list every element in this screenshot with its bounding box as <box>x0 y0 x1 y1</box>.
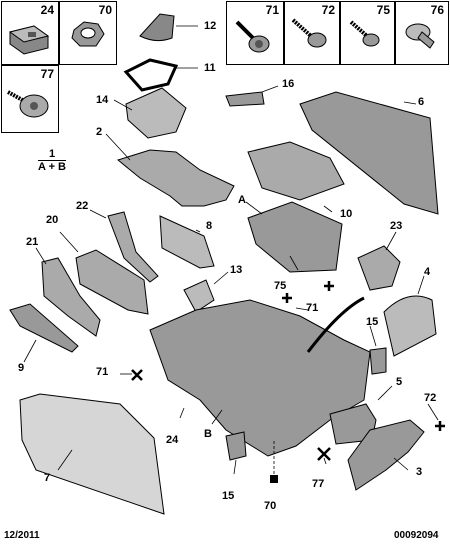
part-9-strip <box>9 303 79 353</box>
legend-1: 1 A + B <box>32 148 72 173</box>
callout-6: 6 <box>418 96 425 108</box>
footer-reference: 00092094 <box>394 530 439 541</box>
part-number: 77 <box>40 67 54 81</box>
cross-marker <box>435 421 445 431</box>
part-number: 71 <box>265 3 279 17</box>
callout-72: 72 <box>424 392 437 404</box>
part-box-75: 75 <box>340 1 395 65</box>
callout-11: 11 <box>204 62 216 74</box>
part-number: 75 <box>376 3 390 17</box>
nut-icon <box>71 21 105 47</box>
part-4-vent <box>383 295 437 357</box>
clip-icon <box>8 25 50 55</box>
part-20-duct <box>75 249 149 315</box>
cross-marker <box>282 293 292 303</box>
callout-70: 70 <box>264 500 277 512</box>
screw-icon <box>291 18 327 48</box>
callout-20: 20 <box>46 214 59 226</box>
part-3-bottom <box>347 419 425 491</box>
callout-13: 13 <box>230 264 243 276</box>
callout-8: 8 <box>206 220 213 232</box>
push-clip-icon <box>405 23 435 49</box>
cross-marker <box>317 447 331 461</box>
part-7-side-panel <box>19 393 165 515</box>
callout-22: 22 <box>76 200 89 212</box>
callout-4: 4 <box>424 266 431 278</box>
part-number: 24 <box>40 3 54 17</box>
part-box-71: 71 <box>226 1 284 65</box>
part-10-lid <box>247 141 345 201</box>
callout-9: 9 <box>18 362 25 374</box>
legend-1-number: 1 <box>48 148 56 160</box>
part-11-ring <box>123 58 179 92</box>
part-box-70: 70 <box>59 1 117 65</box>
part-5-switch <box>329 403 377 445</box>
part-number: 72 <box>321 3 335 17</box>
callout-12: 12 <box>204 20 217 32</box>
screw-washer-icon <box>235 20 270 53</box>
part-6-panel <box>299 91 439 215</box>
part-13-bracket <box>183 279 215 313</box>
callout-75: 75 <box>274 280 287 292</box>
part-16-strip <box>225 91 265 107</box>
part-23-tray <box>357 245 401 291</box>
callout-21: 21 <box>26 236 39 248</box>
part-15-cap <box>225 431 247 461</box>
callout-15-lower: 15 <box>222 490 235 502</box>
callout-b: B <box>204 428 212 440</box>
callout-2: 2 <box>96 126 103 138</box>
legend-1-components: A + B <box>37 161 66 173</box>
part-a-box <box>247 201 343 273</box>
callout-3: 3 <box>416 466 423 478</box>
callout-14: 14 <box>96 94 109 106</box>
screw-icon <box>349 20 380 47</box>
callout-15-upper: 15 <box>366 316 379 328</box>
part-box-24: 24 <box>1 1 59 65</box>
callout-77: 77 <box>312 478 325 490</box>
callout-10: 10 <box>340 208 353 220</box>
main-console-body <box>149 299 371 457</box>
callout-24: 24 <box>166 434 179 446</box>
part-12-gaiter <box>139 13 175 42</box>
callout-23: 23 <box>390 220 403 232</box>
callout-5: 5 <box>396 376 403 388</box>
part-22-duct <box>107 211 159 283</box>
part-14-surround <box>125 87 187 139</box>
marker-square <box>270 475 278 483</box>
part-box-72: 72 <box>284 1 340 65</box>
callout-71-left: 71 <box>96 366 109 378</box>
part-21-duct <box>41 257 101 337</box>
callout-71-upper: 71 <box>306 302 319 314</box>
footer-date: 12/2011 <box>4 530 40 541</box>
part-2-upper <box>116 149 235 207</box>
part-number: 76 <box>430 3 444 17</box>
callout-a: A <box>238 194 246 206</box>
screw-washer-icon <box>7 90 49 118</box>
callout-7: 7 <box>44 472 51 484</box>
part-box-76: 76 <box>395 1 449 65</box>
callout-16: 16 <box>282 78 295 90</box>
cross-marker <box>131 369 143 381</box>
part-15-cover <box>369 347 387 375</box>
part-number: 70 <box>98 3 112 17</box>
cross-marker <box>324 281 334 291</box>
part-box-77: 77 <box>1 65 59 133</box>
